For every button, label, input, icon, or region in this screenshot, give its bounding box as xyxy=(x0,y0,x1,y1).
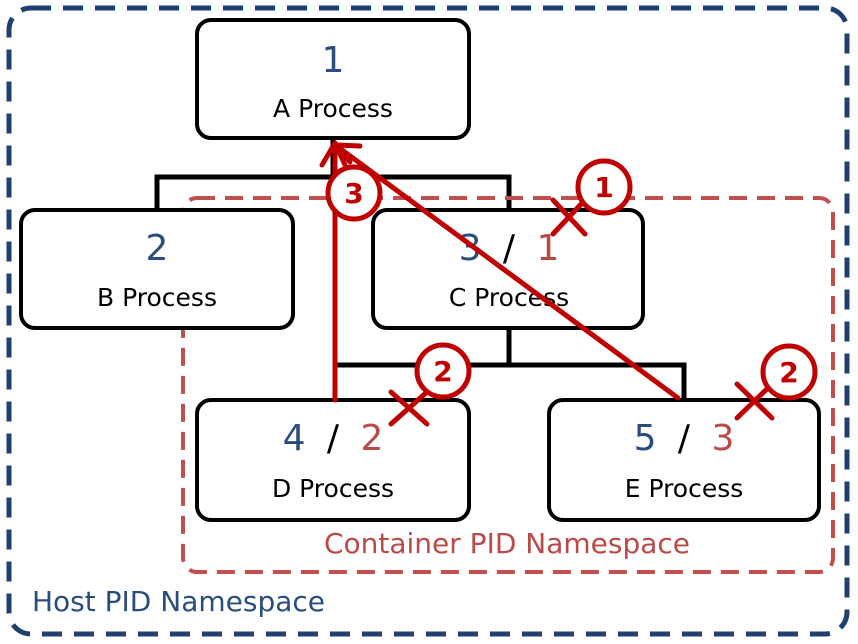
process-b-pid: 2 xyxy=(146,228,169,269)
process-e-container-pid: 3 xyxy=(712,418,735,459)
badge-reparent-circle xyxy=(325,164,383,222)
cross-mark-icon xyxy=(550,197,588,237)
process-c-container-pid: 1 xyxy=(537,228,560,269)
process-boxes xyxy=(19,18,821,522)
kill-marks xyxy=(388,197,775,427)
step-badges: 1 2 2 3 xyxy=(325,158,818,401)
process-c-name: C Process xyxy=(449,283,569,312)
host-namespace-frame xyxy=(6,5,850,637)
process-b-name: B Process xyxy=(97,283,217,312)
process-d-container-pid: 2 xyxy=(361,418,384,459)
container-namespace-label: Container PID Namespace xyxy=(324,527,690,560)
cross-mark-icon xyxy=(734,381,775,421)
connector-c-to-d-e xyxy=(506,330,687,402)
process-d-name: D Process xyxy=(272,474,394,503)
process-box-c xyxy=(371,208,645,330)
process-e-pid-separator: / xyxy=(678,418,691,459)
process-e-host-pid: 5 xyxy=(634,418,657,459)
process-box-b xyxy=(19,208,295,330)
process-c-pid-separator: / xyxy=(503,228,516,269)
cross-mark-icon xyxy=(388,389,430,427)
process-d-host-pid: 4 xyxy=(283,418,306,459)
process-d-pid-line: 4 / 2 xyxy=(283,418,384,459)
process-a-pid: 1 xyxy=(322,40,345,81)
process-a-name: A Process xyxy=(273,94,393,123)
badge-c-kill-number: 1 xyxy=(594,171,613,204)
arrow-head-from-e xyxy=(333,142,363,168)
container-namespace-frame xyxy=(181,196,835,574)
process-d-pid-separator: / xyxy=(327,418,340,459)
host-namespace-label: Host PID Namespace xyxy=(32,585,325,618)
process-e-name: E Process xyxy=(625,474,744,503)
badge-d-kill-number: 2 xyxy=(433,355,452,388)
badge-e-kill-circle xyxy=(760,343,818,401)
badge-reparent-number: 3 xyxy=(344,177,363,210)
process-e-pid-line: 5 / 3 xyxy=(634,418,735,459)
badge-d-kill-circle xyxy=(414,342,472,400)
reparent-arrow-from-e xyxy=(335,144,681,401)
process-box-a xyxy=(195,18,471,140)
badge-c-kill-circle xyxy=(575,158,633,216)
process-box-e xyxy=(547,398,821,522)
badge-e-kill-number: 2 xyxy=(779,356,798,389)
